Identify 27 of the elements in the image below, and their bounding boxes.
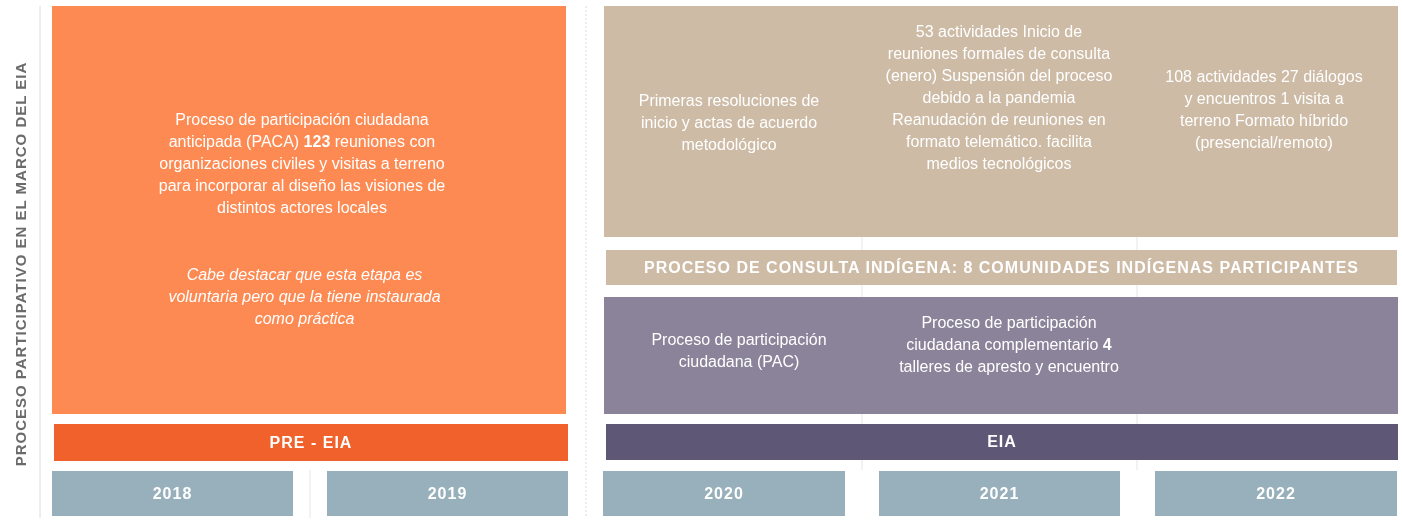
- stage-bar: [606, 424, 1398, 460]
- description-text: Proceso de participación ciudadana complementario 4 talleres de apresto y encuentro: [898, 313, 1120, 377]
- year-label: 2021: [978, 483, 1021, 504]
- year-label: 2020: [703, 483, 745, 504]
- stage-bar: [54, 424, 568, 461]
- year-label: 2022: [1255, 483, 1297, 504]
- stage-panel: [52, 6, 566, 414]
- description-text: 108 actividades 27 diálogos y encuentros 1 visita a terreno Formato híbrido (presencial/remoto): [1164, 67, 1364, 153]
- description-text: Proceso de participación ciudadana anticipada (PACA) 123 reuniones con organizaciones civiles y visitas a terreno para incorporar al diseño las visiones de distintos actores locales: [157, 110, 447, 218]
- axis-title: PROCESO PARTICIPATIVO EN EL MARCO DEL EIA: [11, 61, 29, 467]
- participation-panel: [604, 297, 1398, 414]
- year-box: [879, 471, 1120, 516]
- year-box: [603, 471, 845, 516]
- year-box: [1155, 471, 1397, 516]
- consultation-band: [606, 250, 1397, 285]
- description-text: 53 actividades Inicio de reuniones formales de consulta (enero) Suspensión del proceso debido a la pandemia Reanudación de reuniones en formato telemático. facilita medios tecnológicos: [884, 22, 1114, 174]
- year-label: 2019: [426, 483, 469, 504]
- description-text: Proceso de participación ciudadana (PAC): [650, 330, 828, 372]
- stage-label: PRE - EIA: [268, 432, 354, 453]
- year-box: [327, 471, 568, 516]
- year-label: 2018: [151, 483, 194, 504]
- stage-label: EIA: [986, 432, 1018, 452]
- description-text: Cabe destacar que esta etapa es voluntaria pero que la tiene instaurada como práctica: [167, 265, 442, 329]
- description-text: Primeras resoluciones de inicio y actas de acuerdo metodológico: [637, 91, 821, 155]
- activity-panel: [604, 6, 1398, 237]
- stage-label: PROCESO DE CONSULTA INDÍGENA: 8 COMUNIDADES INDÍGENAS PARTICIPANTES: [642, 257, 1360, 278]
- year-box: [52, 471, 293, 516]
